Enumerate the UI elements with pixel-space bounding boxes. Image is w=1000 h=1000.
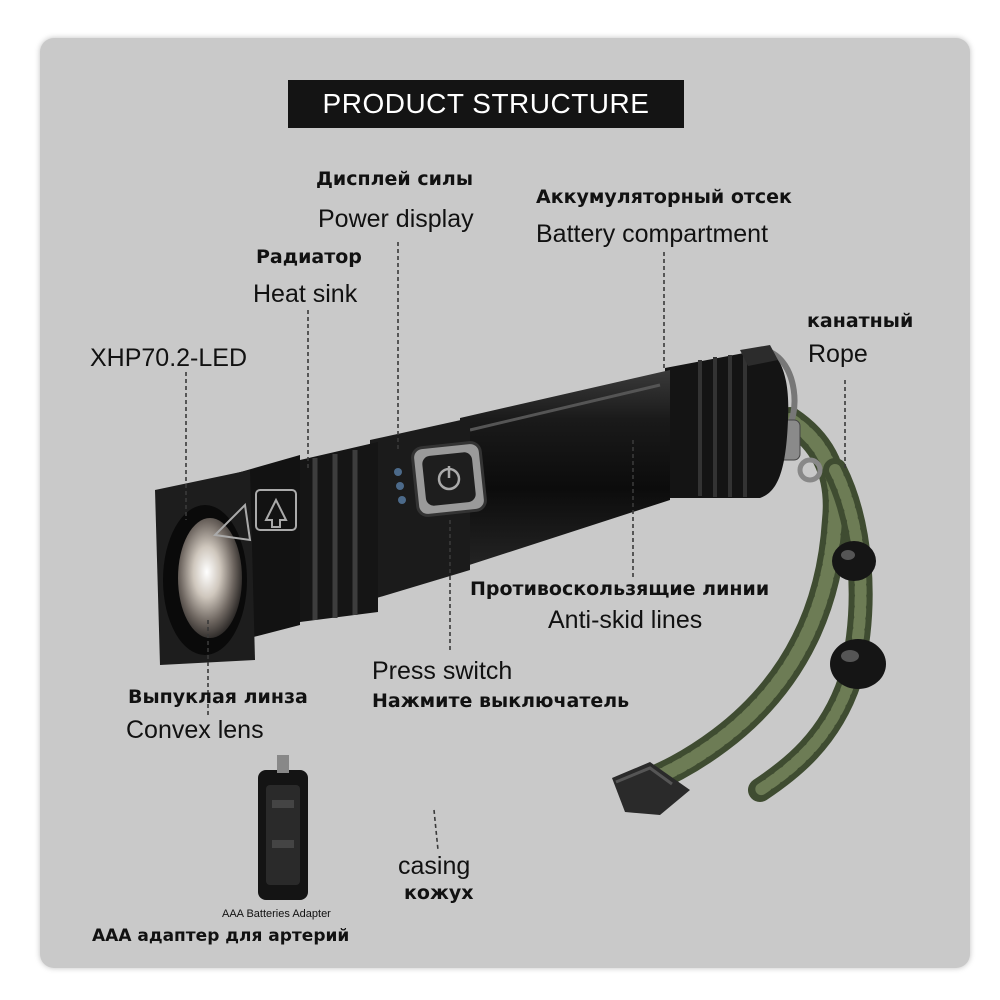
heat-sink-label-en: Heat sink bbox=[253, 280, 358, 308]
adapter-label-small: AAA Batteries Adapter bbox=[222, 908, 331, 920]
antiskid-label-en: Anti-skid lines bbox=[548, 606, 703, 634]
lens-label-en: Convex lens bbox=[126, 716, 264, 744]
press-switch-label-en: Press switch bbox=[372, 657, 513, 685]
casing-label-ru: кожух bbox=[404, 882, 474, 904]
page-title: PRODUCT STRUCTURE bbox=[288, 80, 684, 128]
antiskid-label-ru: Противоскользящие линии bbox=[470, 578, 770, 600]
power-display-label-ru: Дисплей силы bbox=[316, 168, 474, 190]
battery-adapter-image bbox=[258, 755, 308, 900]
power-icon bbox=[437, 466, 461, 491]
leader-lines bbox=[185, 242, 846, 851]
press-switch-label-ru: Нажмите выключатель bbox=[372, 690, 630, 712]
upload-arrow-icon bbox=[255, 489, 297, 531]
lanyard-rope-image bbox=[612, 347, 886, 815]
battery-label-en: Battery compartment bbox=[536, 220, 769, 248]
led-label: XHP70.2-LED bbox=[90, 344, 248, 372]
rope-label-en: Rope bbox=[808, 340, 868, 368]
rope-label-ru: канатный bbox=[807, 310, 914, 332]
adapter-label-ru: AAA адаптер для артерий bbox=[92, 926, 350, 946]
heat-sink-label-ru: Радиатор bbox=[256, 246, 362, 268]
flashlight-image bbox=[155, 345, 789, 665]
battery-label-ru: Аккумуляторный отсек bbox=[536, 186, 792, 208]
lens-label-ru: Выпуклая линза bbox=[128, 686, 308, 708]
casing-label-en: casing bbox=[398, 852, 471, 880]
hot-warning-icon bbox=[212, 502, 252, 542]
power-display-label-en: Power display bbox=[318, 205, 474, 233]
